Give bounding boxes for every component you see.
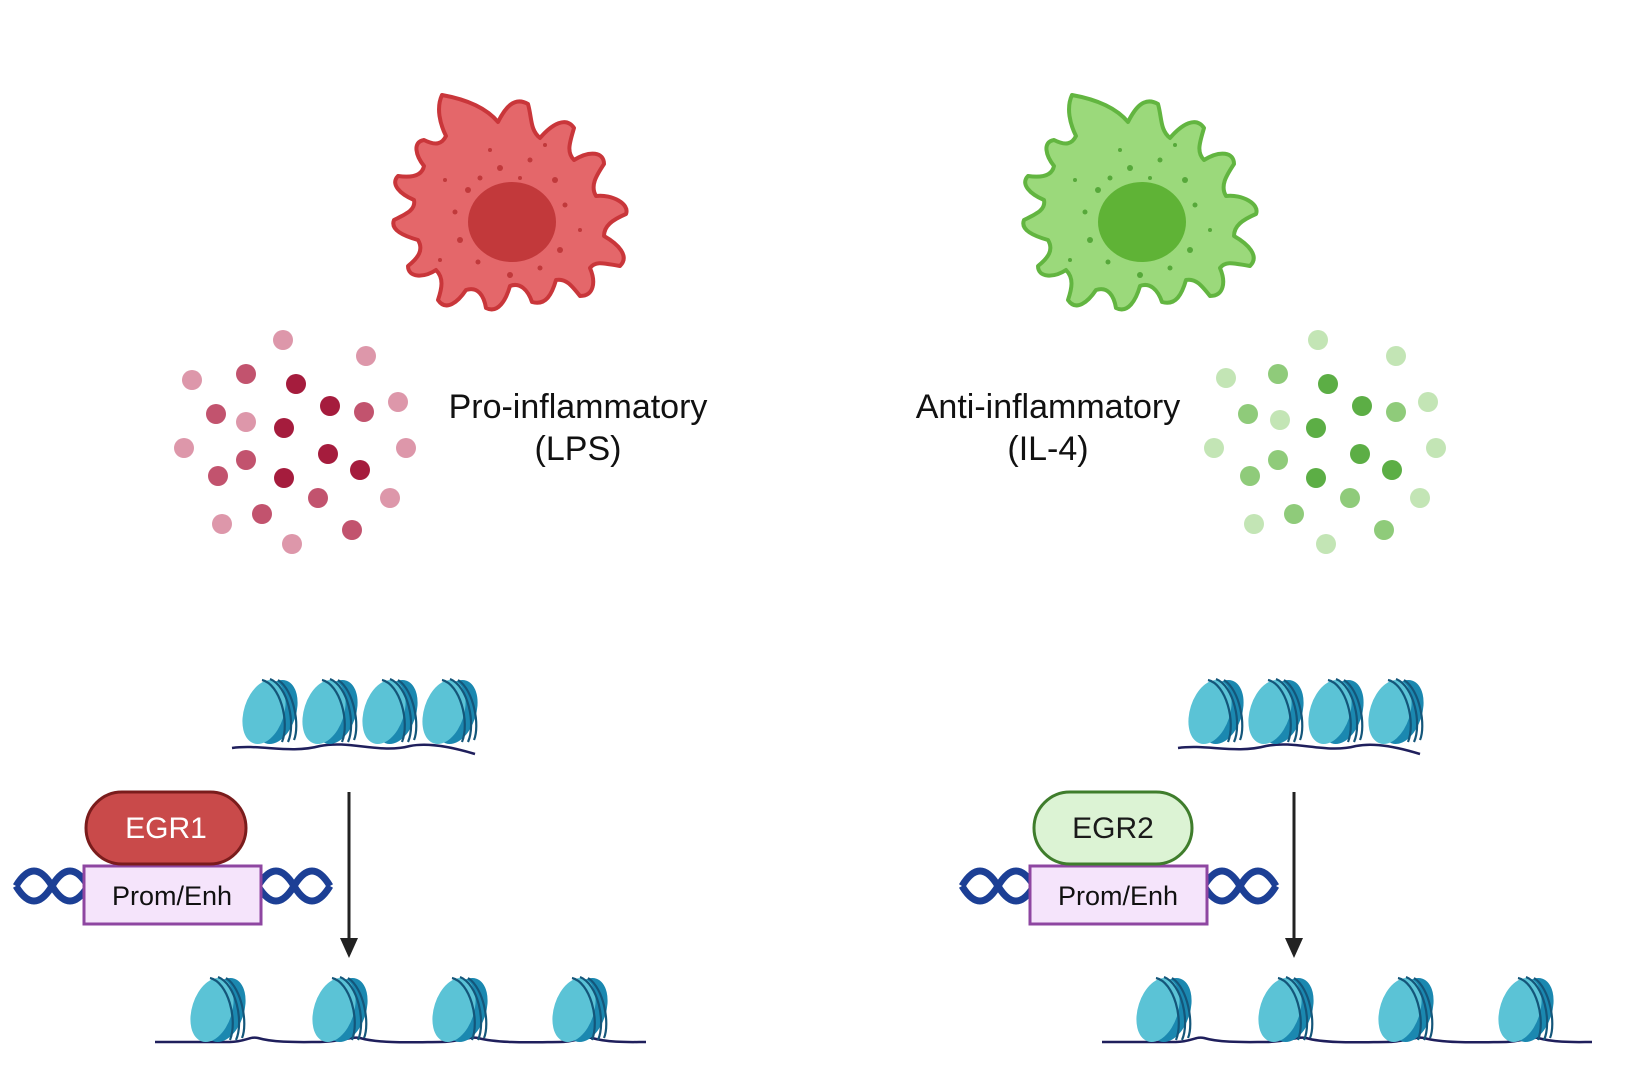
egr1-label: EGR1: [125, 812, 207, 845]
nucleosome: [293, 673, 367, 751]
nucleosome: [1127, 971, 1201, 1049]
nucleosome: [1359, 673, 1433, 751]
nucleosome: [413, 673, 487, 751]
label-pro-inflammatory: Pro-inflammatory: [449, 388, 708, 426]
nucleosome: [1239, 673, 1313, 751]
nucleosome: [1249, 971, 1323, 1049]
arrow-down: [340, 792, 358, 958]
nucleosome: [1179, 673, 1253, 751]
prom-enh-box: [82, 864, 263, 926]
open-chromatin: [155, 971, 647, 1049]
label-anti-inflammatory: Anti-inflammatory: [916, 388, 1181, 426]
label-il4: (IL-4): [1007, 430, 1088, 468]
nucleosome: [543, 971, 617, 1049]
nucleosome: [1299, 673, 1373, 751]
compact-chromatin: [1177, 673, 1433, 756]
egr2-factor: [1032, 790, 1194, 866]
cytokine-particles-green: [1204, 330, 1446, 554]
panel-anti-inflammatory: Anti-inflammatory (IL-4) Prom/Enh EGR2: [916, 93, 1593, 1049]
open-chromatin: [1102, 971, 1593, 1049]
prom-enh-label: Prom/Enh: [112, 881, 232, 911]
nucleosome: [233, 673, 307, 751]
prom-enh-label: Prom/Enh: [1058, 881, 1178, 911]
macrophage-cell-green: [1021, 93, 1259, 312]
panel-pro-inflammatory: Pro-inflammatory (LPS) Prom/Enh EGR1: [16, 93, 708, 1049]
egr1-factor: [84, 790, 248, 866]
nucleosome: [181, 971, 255, 1049]
macrophage-cell-red: [391, 93, 629, 312]
compact-chromatin: [231, 673, 487, 756]
arrow-down: [1285, 792, 1303, 958]
nucleosome: [1489, 971, 1563, 1049]
egr2-label: EGR2: [1072, 812, 1154, 845]
nucleosome: [353, 673, 427, 751]
nucleosome: [423, 971, 497, 1049]
prom-enh-box: [1028, 864, 1209, 926]
cytokine-particles-red: [174, 330, 416, 554]
nucleosome: [303, 971, 377, 1049]
nucleosome: [1369, 971, 1443, 1049]
label-lps: (LPS): [535, 430, 622, 468]
